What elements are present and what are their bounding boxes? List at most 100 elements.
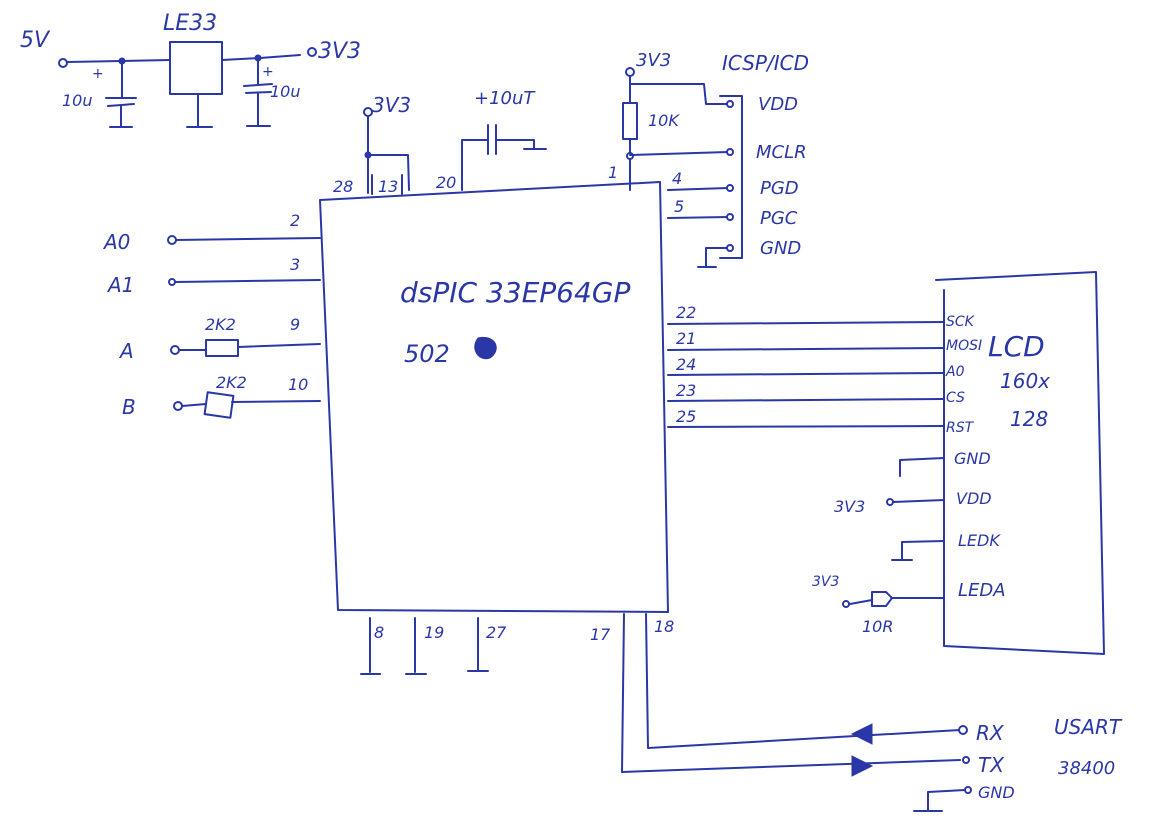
icsp-body: [719, 95, 743, 259]
icsp-mclr-wire: [629, 151, 729, 156]
mcu-pin-13: 13: [378, 177, 398, 196]
b-terminal: [173, 401, 183, 411]
icsp-3v3-label: 3V3: [636, 50, 671, 71]
output-cap-value: 10u: [270, 82, 301, 101]
icsp-pin-mclr: MCLR: [756, 142, 807, 163]
input-a1-label: A1: [106, 273, 134, 297]
lcd-leda-supply: 3V3: [812, 574, 839, 590]
lcd-title: LCD: [988, 330, 1045, 363]
usart-tx-wire: [621, 613, 961, 773]
icsp-pin-pgd-dot: [726, 184, 734, 192]
usart-gnd-wire: [913, 789, 966, 812]
lcd-pin-gnd: GND: [954, 449, 991, 468]
usart-pin-rx: RX: [976, 721, 1005, 745]
output-3v3-label: 3V3: [318, 39, 361, 64]
output-capacitor: [243, 57, 273, 127]
a0-terminal: [167, 235, 177, 245]
top-3v3-label: 3V3: [372, 93, 411, 117]
icsp-header: ICSP/ICD 3V3 10K VDD MCLR PGD PGC GND: [622, 50, 809, 268]
mcu-pin-10: 10: [288, 375, 308, 394]
mcu-suffix: 502: [404, 340, 450, 368]
b-wire: [181, 400, 321, 407]
input-b-label: B: [122, 395, 136, 419]
usart-rx-wire: [645, 613, 961, 749]
a1-wire: [174, 279, 321, 283]
icsp-pin-vdd-dot: [726, 100, 734, 108]
mcu-body: [319, 181, 669, 613]
vcap-label: +10uT: [474, 88, 536, 109]
icsp-pin-mclr-dot: [726, 148, 734, 156]
regulator-le33: [169, 41, 223, 95]
usart-connector: RX TX GND USART 38400: [621, 613, 1123, 812]
lcd-size-line2: 128: [1010, 407, 1048, 431]
lcd-pin-rst: RST: [946, 420, 975, 436]
mcu-pin-18: 18: [654, 617, 674, 636]
icsp-gnd-wire: [697, 247, 729, 268]
input-a-label: A: [118, 339, 134, 363]
lcd-pin-cs: CS: [946, 390, 965, 406]
mcu-pin-2: 2: [290, 211, 300, 230]
lcd-pin-mosi: MOSI: [946, 338, 982, 354]
mcu-dspic: dsPIC 33EP64GP 502 3V3 28 13 20 +10uT 1 …: [102, 88, 696, 675]
mcu-pin-27: 27: [486, 623, 507, 642]
usart-title: USART: [1054, 715, 1123, 739]
lcd-ledk-wire: [891, 540, 945, 561]
mcu-pin-5: 5: [674, 197, 684, 216]
mcu-pin-21: 21: [676, 329, 696, 348]
pin-13-box: [371, 174, 403, 195]
mcu-pin-20: 20: [436, 173, 456, 192]
power-supply: 5V + 10u LE33 + 10u 3V3: [20, 11, 361, 128]
icsp-pin-gnd: GND: [760, 238, 801, 259]
icsp-pin-pgc: PGC: [760, 208, 798, 229]
usart-pin-gnd: GND: [978, 783, 1015, 802]
pin-19-ground: [405, 617, 427, 675]
icsp-pullup-resistor: [622, 102, 638, 140]
lcd-vdd-supply: 3V3: [834, 497, 865, 516]
mcu-pin-4: 4: [672, 169, 682, 188]
usart-tx-arrow: [851, 755, 874, 777]
icsp-pullup-value: 10K: [648, 111, 680, 130]
lcd-rst-wire: [667, 425, 945, 428]
lcd-leda-resistor: [871, 591, 893, 607]
icsp-pin-pgd: PGD: [760, 178, 799, 199]
usart-baud: 38400: [1058, 758, 1115, 779]
a0-wire: [175, 237, 321, 241]
lcd-module: LCD 160x 128 SCK MOSI A0 CS RST GND 3V3 …: [667, 271, 1105, 655]
input-a0-label: A0: [102, 230, 130, 254]
mcu-pin-9: 9: [290, 315, 300, 334]
usart-rx-terminal: [958, 725, 968, 735]
lcd-mosi-wire: [667, 347, 945, 351]
regulator-label: LE33: [163, 11, 217, 36]
ink-scribble: [474, 336, 497, 360]
res-b-value: 2K2: [216, 373, 247, 392]
lcd-body: [935, 271, 1105, 655]
icsp-pgd-wire: [667, 187, 729, 191]
icsp-pin-vdd: VDD: [758, 94, 798, 115]
lcd-leda-resistor-value: 10R: [862, 617, 893, 636]
input-cap-value: 10u: [62, 91, 93, 110]
pin-8-ground: [360, 617, 381, 675]
lcd-pin-a0: A0: [945, 364, 965, 380]
mcu-pin-17: 17: [590, 625, 611, 644]
mcu-pin-8: 8: [374, 623, 384, 642]
icsp-pin-pgc-dot: [726, 213, 734, 221]
icsp-3v3-terminal: [625, 67, 635, 77]
mcu-name: dsPIC 33EP64GP: [400, 276, 630, 309]
lcd-leda-lead: [849, 599, 873, 605]
icsp-pin-gnd-dot: [726, 244, 734, 252]
lcd-leda-terminal: [842, 600, 850, 608]
a-terminal: [170, 345, 180, 355]
mcu-pin-28: 28: [333, 177, 353, 196]
res-a-value: 2K2: [205, 315, 236, 334]
lcd-pin-vdd: VDD: [956, 489, 992, 508]
top-junction-dot: [364, 151, 372, 159]
mcu-pin-19: 19: [424, 623, 444, 642]
lcd-cs-wire: [667, 398, 945, 402]
output-cap-plus: +: [262, 64, 274, 80]
lcd-gnd-wire: [899, 457, 945, 477]
icsp-title: ICSP/ICD: [722, 51, 809, 75]
mcu-pin-23: 23: [676, 381, 696, 400]
lcd-pin-sck: SCK: [946, 314, 976, 330]
mcu-pin-1: 1: [608, 163, 618, 182]
